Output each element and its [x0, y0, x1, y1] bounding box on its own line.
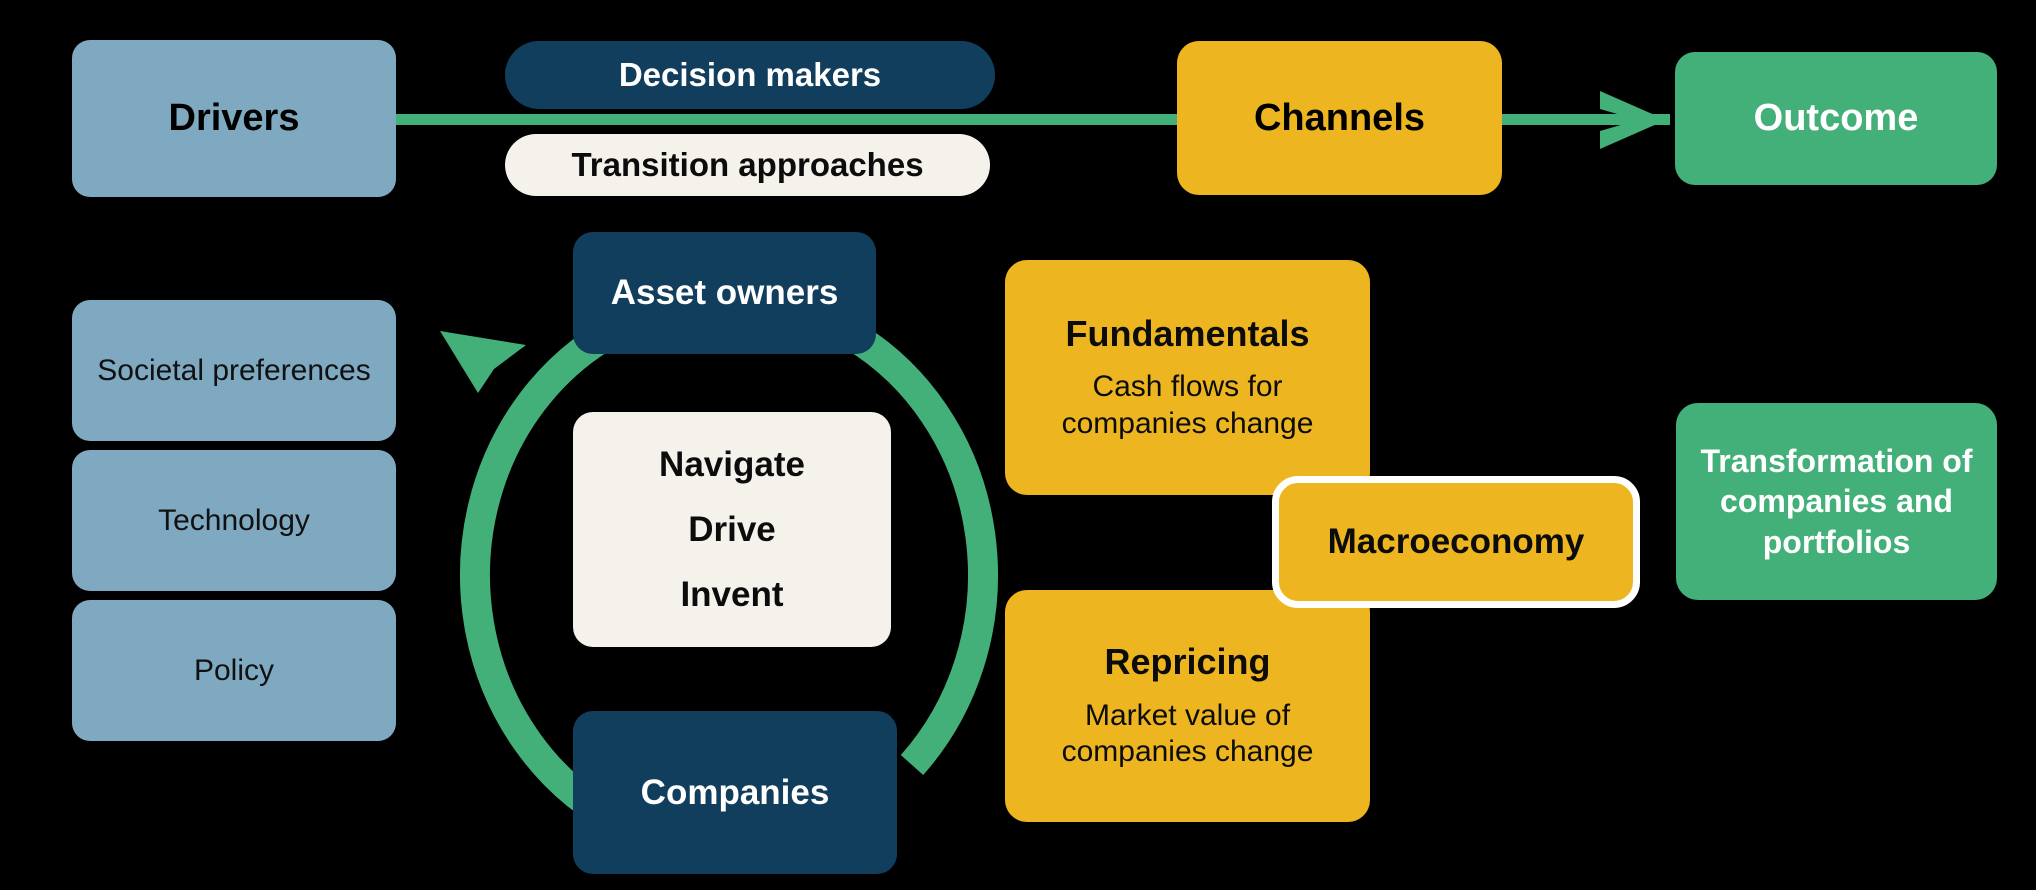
stage-drivers[interactable]: Drivers	[72, 40, 396, 197]
driver-box-societal-preferences[interactable]: Societal preferences	[72, 300, 396, 441]
stage-outcome[interactable]: Outcome	[1675, 52, 1997, 185]
cycle-action-drive: Drive	[688, 509, 776, 549]
pill-transition-approaches-label: Transition approaches	[571, 145, 924, 183]
cycle-node-asset-owners[interactable]: Asset owners	[573, 232, 876, 354]
macroeconomy-label: Macroeconomy	[1327, 522, 1585, 562]
stage-channels[interactable]: Channels	[1177, 41, 1502, 195]
right-arrow-icon	[1594, 73, 1674, 167]
cycle-node-label: Companies	[640, 772, 830, 812]
channel-card-title: Repricing	[1104, 641, 1271, 683]
channel-card-repricing[interactable]: Repricing Market value of companies chan…	[1005, 590, 1370, 822]
channel-card-fundamentals[interactable]: Fundamentals Cash flows for companies ch…	[1005, 260, 1370, 495]
stage-outcome-label: Outcome	[1753, 97, 1919, 140]
transformation-outcome-label: Transformation of companies and portfoli…	[1700, 443, 1973, 560]
pill-decision-makers[interactable]: Decision makers	[505, 41, 995, 109]
channel-card-title: Fundamentals	[1065, 312, 1310, 354]
pill-transition-approaches[interactable]: Transition approaches	[505, 134, 990, 196]
cycle-node-label: Asset owners	[610, 273, 839, 313]
channel-card-subtitle: Market value of companies change	[1061, 698, 1314, 769]
stage-drivers-label: Drivers	[168, 97, 300, 140]
cycle-action-invent: Invent	[680, 575, 784, 615]
macroeconomy-box[interactable]: Macroeconomy	[1272, 476, 1640, 608]
flow-line	[388, 114, 1670, 125]
transformation-outcome-box[interactable]: Transformation of companies and portfoli…	[1676, 403, 1997, 600]
stage-channels-label: Channels	[1253, 96, 1426, 139]
driver-label: Societal preferences	[97, 353, 371, 387]
channel-card-subtitle: Cash flows for companies change	[1061, 370, 1314, 440]
driver-box-technology[interactable]: Technology	[72, 450, 396, 591]
driver-label: Technology	[158, 503, 310, 537]
pill-decision-makers-label: Decision makers	[618, 55, 882, 93]
cycle-actions-card[interactable]: Navigate Drive Invent	[573, 412, 891, 647]
cycle-action-navigate: Navigate	[659, 444, 805, 484]
driver-box-policy[interactable]: Policy	[72, 600, 396, 741]
driver-label: Policy	[193, 653, 275, 687]
cycle-node-companies[interactable]: Companies	[573, 711, 897, 874]
